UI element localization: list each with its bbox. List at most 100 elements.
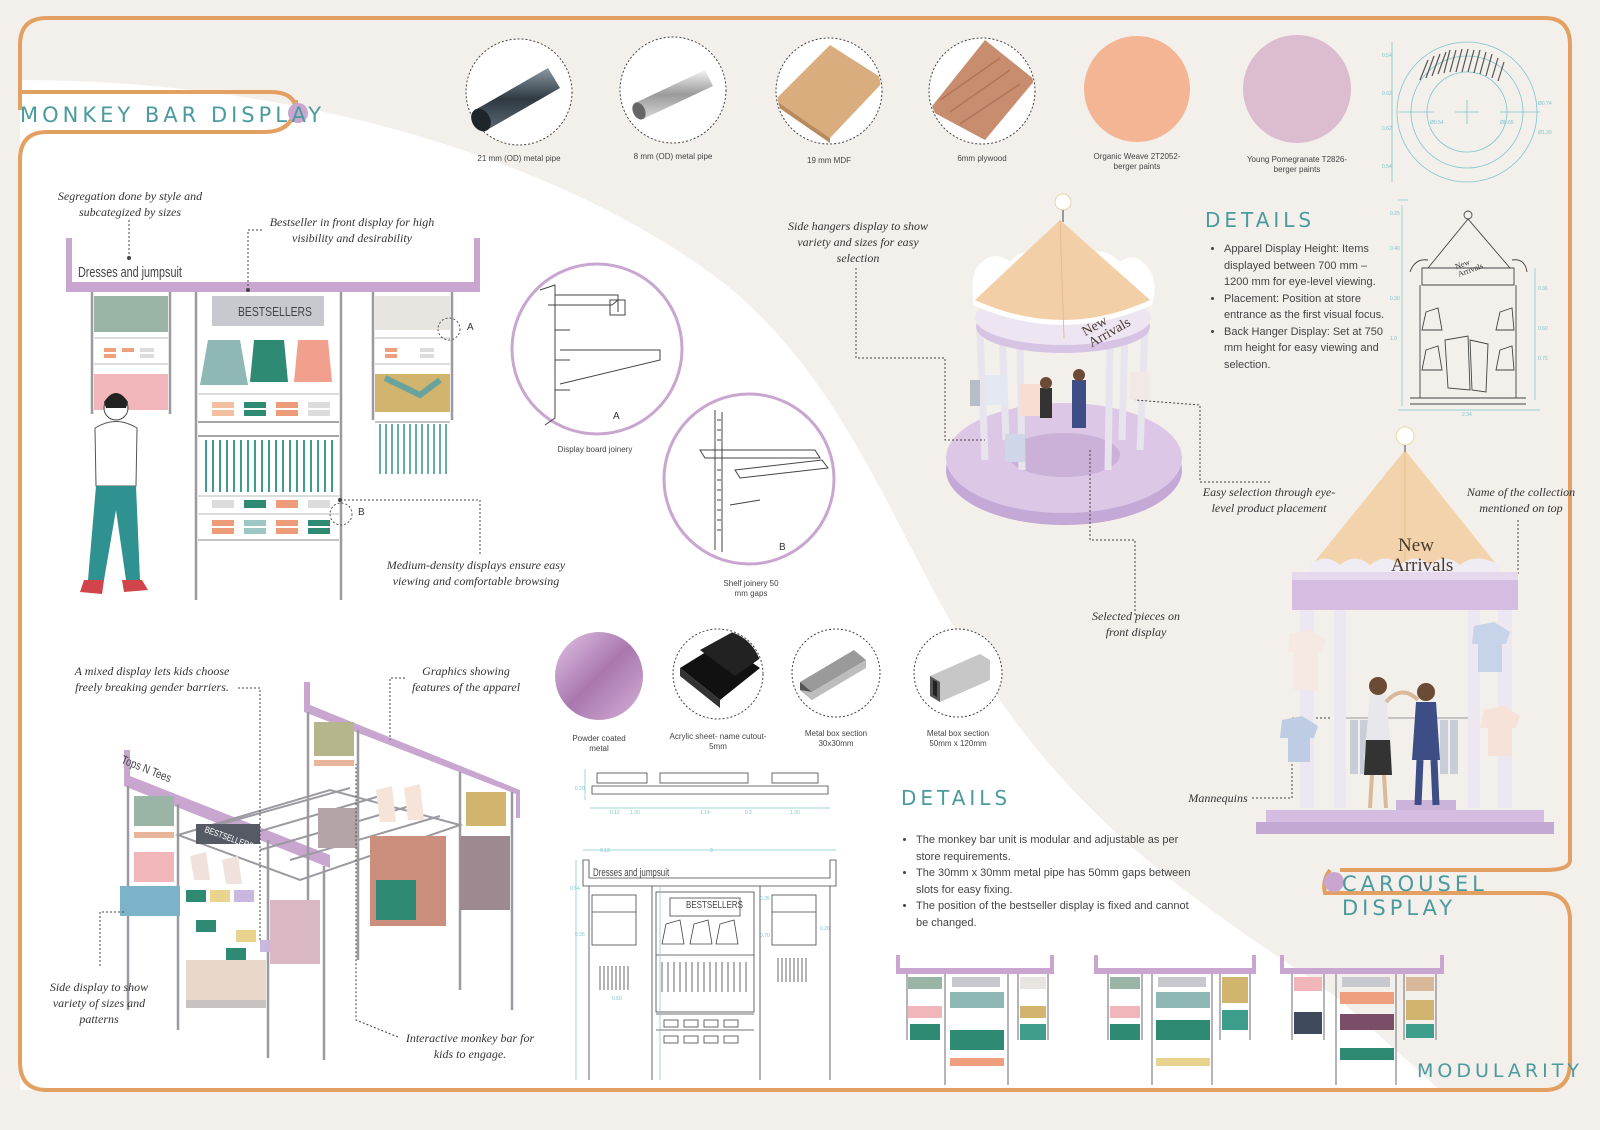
variant-2 — [1094, 955, 1256, 1085]
metal-box-square-swatch — [791, 628, 881, 718]
monkey-details-heading: DETAILS — [901, 786, 1012, 810]
monkey-details-list: The monkey bar unit is modular and adjus… — [900, 832, 1196, 931]
modularity-variants — [896, 955, 1444, 1085]
dresses-sign: Dresses and jumpsuit — [78, 264, 182, 281]
joinery-details — [510, 262, 836, 566]
kids-mannequins — [1364, 677, 1440, 809]
annotation-easy-selection: Easy selection through eye-level product… — [1202, 485, 1336, 515]
mid-materials-swatches — [555, 628, 1003, 720]
detail-item: The 30mm x 30mm metal pipe has 50mm gaps… — [916, 865, 1196, 898]
top-materials-swatches — [465, 35, 1351, 146]
detail-item: Apparel Display Height: Items displayed … — [1224, 241, 1392, 291]
joinery-a-letter: A — [613, 411, 620, 422]
monkey-bar-isometric — [99, 677, 520, 1060]
svg-text:2.34: 2.34 — [1462, 412, 1472, 418]
svg-text:1.14: 1.14 — [700, 810, 710, 816]
svg-text:Ø0.74: Ø0.74 — [1538, 101, 1552, 107]
title-dot-monkey — [288, 103, 308, 123]
svg-text:0.12: 0.12 — [600, 848, 610, 854]
metal-pipe-silver-swatch — [619, 36, 727, 144]
carousel-elevation-drawing: 0.25 0.40 0.30 1.0 0.36 0.60 0.75 2.34 — [1390, 199, 1548, 418]
svg-text:0.40: 0.40 — [1390, 246, 1400, 252]
detail-item: Placement: Position at store entrance as… — [1224, 291, 1392, 324]
annotation-mannequins: Mannequins — [1188, 791, 1248, 805]
annotation-collection-name: Name of the collection mentioned on top — [1466, 485, 1576, 515]
svg-text:0.54: 0.54 — [1382, 164, 1392, 170]
detail-item: The position of the bestseller display i… — [916, 898, 1196, 931]
svg-text:1.30: 1.30 — [630, 810, 640, 816]
svg-text:0.62: 0.62 — [1382, 91, 1392, 97]
material-label: Metal box section 50mm x 120mm — [926, 729, 990, 748]
carousel-front-render — [1256, 426, 1554, 834]
hanging-shirts — [1280, 622, 1520, 762]
joinery-a-caption: Display board joinery — [557, 445, 633, 454]
joinery-b-caption: Shelf joinery 50 mm gaps — [723, 579, 779, 598]
carousel-details-heading: DETAILS — [1205, 208, 1316, 232]
human-figure — [80, 393, 148, 594]
material-label: Organic Weave 2T2052-berger paints — [1093, 152, 1181, 171]
variant-1 — [896, 955, 1054, 1085]
svg-text:0.35: 0.35 — [760, 896, 770, 902]
svg-text:0.54: 0.54 — [570, 886, 580, 892]
svg-text:0.70: 0.70 — [760, 933, 770, 939]
bestsellers-sign-drawing: BESTSELLERS — [686, 900, 743, 911]
svg-text:3: 3 — [710, 848, 713, 854]
detail-item: The monkey bar unit is modular and adjus… — [916, 832, 1196, 865]
detail-item: Back Hanger Display: Set at 750 mm heigh… — [1224, 324, 1392, 374]
annotation-medium-density: Medium-density displays ensure easy view… — [386, 558, 566, 588]
bestsellers-sign: BESTSELLERS — [238, 304, 312, 319]
paint-swatch-peach — [1084, 36, 1190, 142]
svg-text:0.75: 0.75 — [1538, 356, 1548, 362]
svg-text:Ø0.65: Ø0.65 — [1500, 120, 1514, 126]
annotation-segregation: Segregation done by style and subcategiz… — [57, 189, 203, 219]
svg-text:0.30: 0.30 — [1390, 296, 1400, 302]
annotation-mixed-display: A mixed display lets kids choose freely … — [74, 664, 230, 694]
monkey-bar-title: MONKEY BAR DISPLAY — [20, 103, 326, 127]
svg-text:0.25: 0.25 — [1390, 211, 1400, 217]
dresses-sign-drawing: Dresses and jumpsuit — [593, 867, 670, 879]
kids-dresses — [200, 340, 332, 385]
material-label: 19 mm MDF — [807, 156, 851, 165]
children-figures-3d — [1040, 369, 1086, 428]
mdf-board-swatch — [775, 37, 883, 145]
svg-text:Ø1.30: Ø1.30 — [1538, 130, 1552, 136]
svg-text:0.20: 0.20 — [820, 926, 830, 932]
svg-text:0.35: 0.35 — [575, 932, 585, 938]
svg-text:0.60: 0.60 — [612, 996, 622, 1002]
modularity-title: MODULARITY — [1417, 1060, 1583, 1082]
annotation-interactive: Interactive monkey bar for kids to engag… — [405, 1031, 535, 1061]
paint-swatch-lilac — [1243, 35, 1351, 143]
powder-coated-metal-swatch — [555, 632, 643, 720]
monkey-bar-elevation — [66, 220, 481, 600]
svg-text:0.36: 0.36 — [1538, 286, 1548, 292]
annotation-side-hangers: Side hangers display to show variety and… — [788, 219, 928, 265]
svg-text:0.60: 0.60 — [1538, 326, 1548, 332]
svg-text:0.12: 0.12 — [610, 810, 620, 816]
annotation-bestseller-front: Bestseller in front display for high vis… — [269, 215, 435, 245]
svg-text:0.54: 0.54 — [1382, 53, 1392, 59]
svg-text:1.0: 1.0 — [1390, 336, 1397, 342]
orange-frame-left — [18, 99, 1572, 1092]
plywood-board-swatch — [928, 37, 1036, 145]
carousel-3d-view — [855, 193, 1519, 799]
new-arrivals-sign-large: New Arrivals — [1391, 536, 1453, 576]
marker-b-label: B — [358, 507, 365, 518]
svg-text:0.2: 0.2 — [745, 810, 752, 816]
joinery-b-letter: B — [779, 542, 786, 553]
hangers-arc — [1419, 48, 1505, 82]
material-label: 21 mm (OD) metal pipe — [477, 154, 561, 163]
material-label: Powder coated metal — [572, 734, 626, 753]
variant-3 — [1280, 955, 1444, 1085]
svg-text:0.62: 0.62 — [1382, 126, 1392, 132]
annotation-side-display: Side display to show variety of sizes an… — [49, 980, 149, 1026]
title-dot-carousel — [1324, 872, 1344, 892]
metal-pipe-dark-swatch — [465, 38, 573, 146]
material-label: 6mm plywood — [957, 154, 1007, 163]
new-arrivals-line-2: Arrivals — [1391, 555, 1454, 576]
material-label: Acrylic sheet- name cutout- 5mm — [669, 732, 767, 751]
orange-frame-top — [18, 16, 1572, 860]
carousel-title: CAROUSEL DISPLAY — [1342, 872, 1488, 920]
